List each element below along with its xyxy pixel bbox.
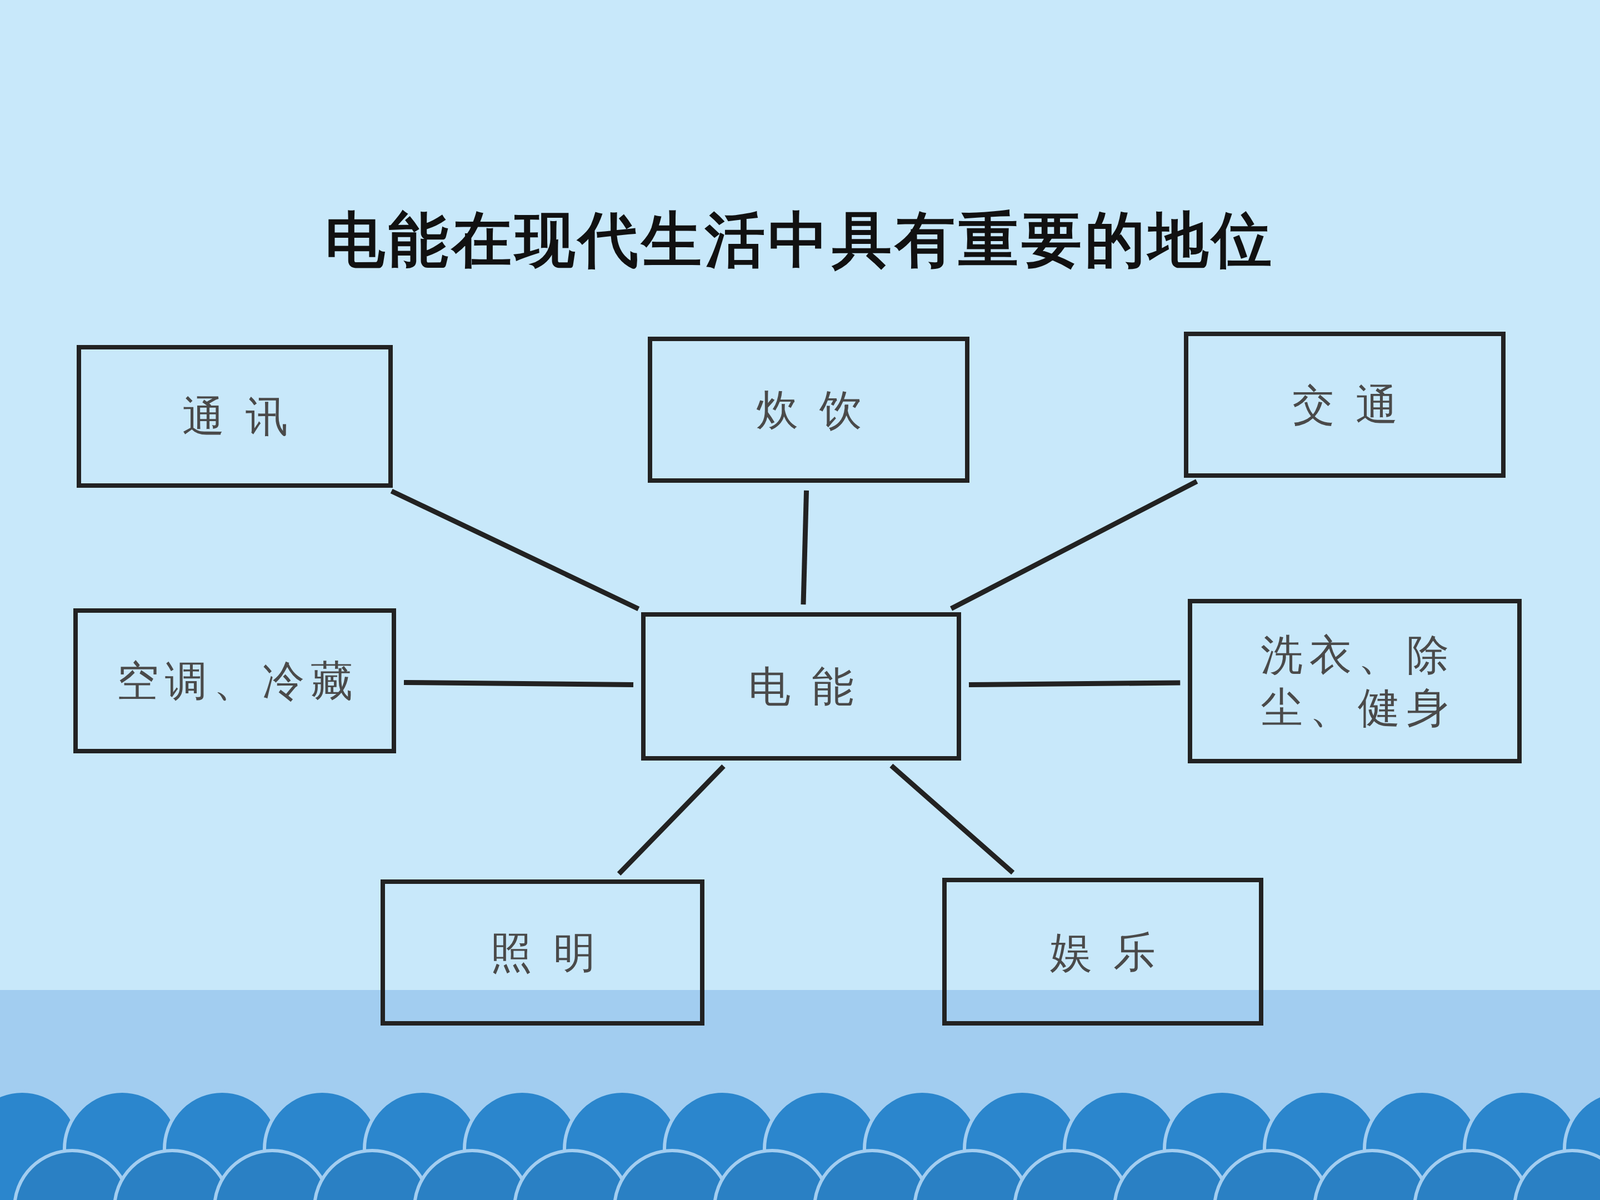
diagram-title: 电能在现代生活中具有重要的地位 (0, 200, 1600, 282)
connector-line (891, 765, 1013, 873)
box-label: 空调、冷藏 (110, 654, 359, 708)
box-label: 娱乐 (1028, 925, 1177, 979)
scallop (1214, 1150, 1330, 1200)
box-label: 照明 (468, 926, 617, 979)
wave-scallops (0, 1091, 1600, 1200)
scallop (114, 1150, 230, 1200)
use-box: 照明 (380, 879, 705, 1026)
use-box: 通讯 (76, 345, 393, 488)
box-label: 炊饮 (735, 383, 883, 437)
scallop (814, 1150, 930, 1200)
scallop (1514, 1150, 1600, 1200)
box-label: 电能 (727, 660, 875, 713)
scallop (614, 1150, 730, 1200)
use-box: 交通 (1183, 331, 1506, 478)
use-box: 空调、冷藏 (73, 608, 397, 754)
center-box: 电能 (641, 612, 962, 761)
scallop (514, 1150, 630, 1200)
scallop (1114, 1150, 1230, 1200)
scallop (914, 1150, 1030, 1200)
box-label: 通讯 (161, 390, 309, 443)
connector-line (951, 481, 1197, 609)
use-box: 炊饮 (647, 336, 970, 483)
scallop (14, 1150, 130, 1200)
connector-line (968, 682, 1180, 685)
scallop (414, 1150, 530, 1200)
connector-line (618, 766, 724, 874)
scallop (1014, 1150, 1130, 1200)
scallop (214, 1150, 330, 1200)
connector-line (391, 491, 639, 609)
scallop (1314, 1150, 1430, 1200)
scallop (1414, 1150, 1530, 1200)
box-label: 洗衣、除尘、健身 (1207, 628, 1502, 734)
scallop (314, 1150, 430, 1200)
box-label: 交通 (1271, 378, 1419, 432)
use-box: 娱乐 (942, 877, 1264, 1026)
scallop (714, 1150, 830, 1200)
connector-line (803, 490, 807, 605)
connector-line (403, 682, 634, 685)
use-box: 洗衣、除尘、健身 (1187, 598, 1522, 764)
